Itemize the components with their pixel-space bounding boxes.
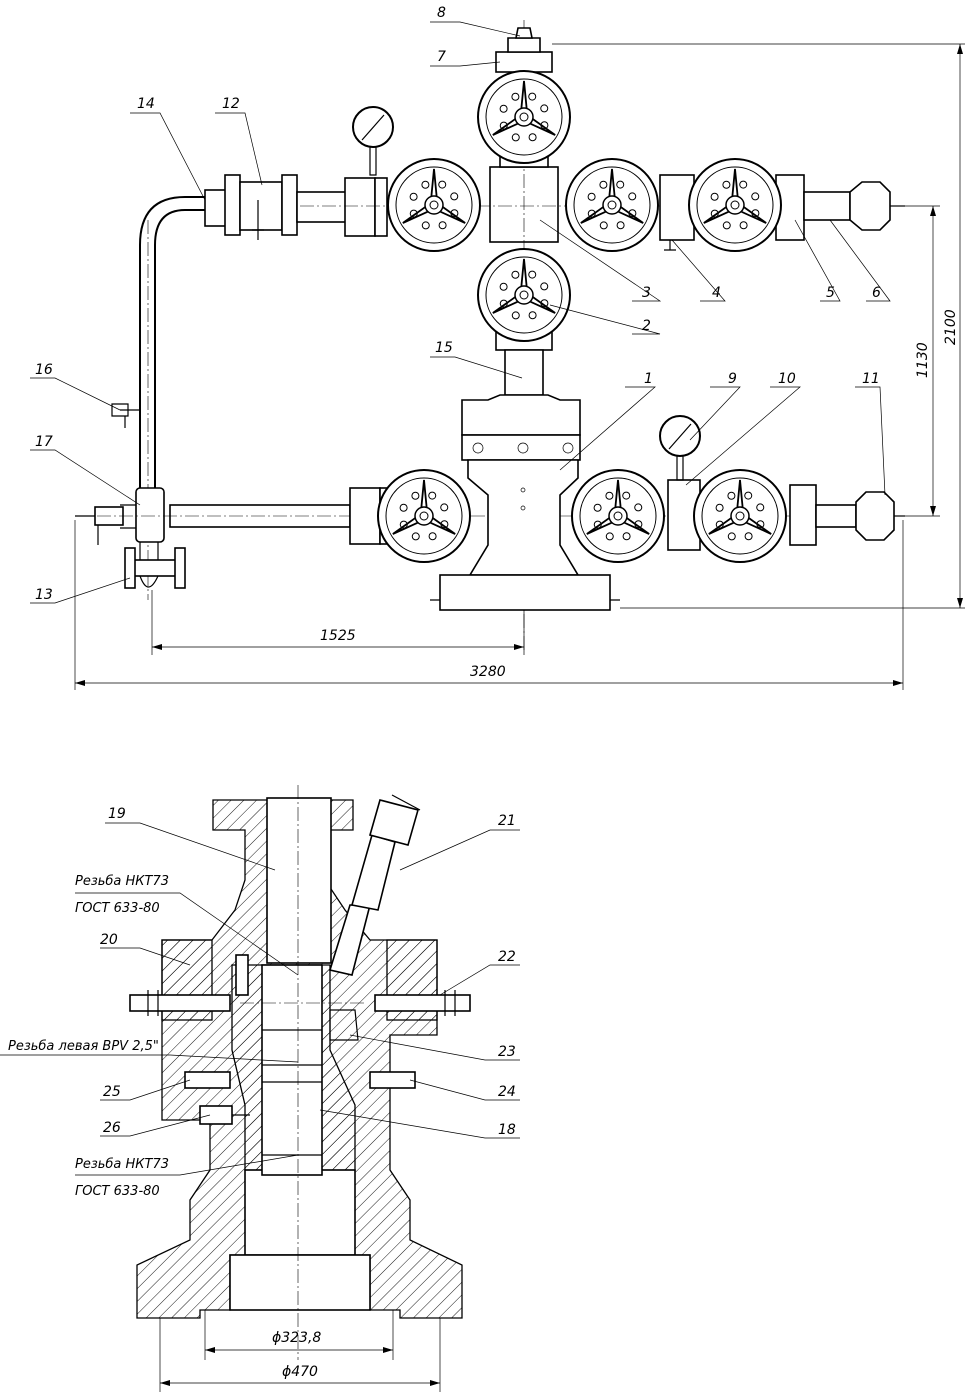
- dim-2100: 2100: [943, 309, 959, 345]
- callout-8: 8: [437, 5, 446, 21]
- callout-20: 20: [100, 932, 118, 948]
- section-view: [129, 785, 471, 1360]
- callout-14: 14: [137, 96, 155, 112]
- callout-25: 25: [103, 1084, 121, 1100]
- callout-13: 13: [35, 587, 53, 603]
- callout-22: 22: [498, 949, 516, 965]
- handwheel-6: [377, 469, 471, 563]
- dim-phi-323-8: ϕ323,8: [272, 1330, 321, 1346]
- dim-3280: 3280: [470, 664, 506, 680]
- handwheel-2: [387, 158, 481, 252]
- callout-4: 4: [712, 285, 721, 301]
- callout-23: 23: [498, 1044, 516, 1060]
- dimension-lines-section: ϕ323,8 ϕ470: [159, 1310, 441, 1392]
- handwheel-1: [477, 70, 571, 164]
- callout-3: 3: [642, 285, 651, 301]
- callout-6: 6: [872, 285, 881, 301]
- tree-assembly: [75, 20, 905, 650]
- handwheel-5: [477, 248, 571, 342]
- callout-12: 12: [222, 96, 240, 112]
- callout-21: 21: [498, 813, 516, 829]
- handwheel-4: [688, 158, 782, 252]
- callout-5: 5: [826, 285, 835, 301]
- callout-1: 1: [644, 371, 653, 387]
- callout-18: 18: [498, 1122, 516, 1138]
- dim-phi-470: ϕ470: [282, 1364, 318, 1380]
- callout-leaders-section: [0, 822, 520, 1176]
- callout-7: 7: [437, 49, 446, 65]
- callout-16: 16: [35, 362, 53, 378]
- callout-15: 15: [435, 340, 453, 356]
- note-gost-top: ГОСТ 633-80: [75, 901, 160, 916]
- callout-11: 11: [862, 371, 880, 387]
- callout-10: 10: [778, 371, 796, 387]
- handwheel-8: [693, 469, 787, 563]
- note-gost-bottom: ГОСТ 633-80: [75, 1184, 160, 1199]
- note-thread-nkt73-top: Резьба НКТ73: [75, 874, 169, 889]
- handwheel-3: [565, 158, 659, 252]
- dim-1130: 1130: [915, 342, 931, 378]
- dim-1525: 1525: [320, 628, 356, 644]
- note-thread-nkt73-bottom: Резьба НКТ73: [75, 1157, 169, 1172]
- callout-leaders-top: [30, 21, 891, 604]
- dimension-lines-top: 1525 3280 1130 2100: [74, 43, 965, 690]
- callout-9: 9: [728, 371, 737, 387]
- callout-numbers-top: 8 7 14 12 3 4 5 6 2 15 1 9 10 11 16 17 1…: [35, 5, 881, 603]
- note-thread-left-bpv: Резьба левая BPV 2,5": [8, 1039, 159, 1054]
- callout-numbers-section: 19 20 21 22 23 24 25 26 18 Резьба НКТ73 …: [8, 806, 516, 1199]
- callout-17: 17: [35, 434, 53, 450]
- callout-2: 2: [642, 318, 651, 334]
- callout-19: 19: [108, 806, 126, 822]
- gate-valve-handwheels: [377, 70, 787, 563]
- callout-24: 24: [498, 1084, 516, 1100]
- callout-26: 26: [103, 1120, 121, 1136]
- handwheel-7: [571, 469, 665, 563]
